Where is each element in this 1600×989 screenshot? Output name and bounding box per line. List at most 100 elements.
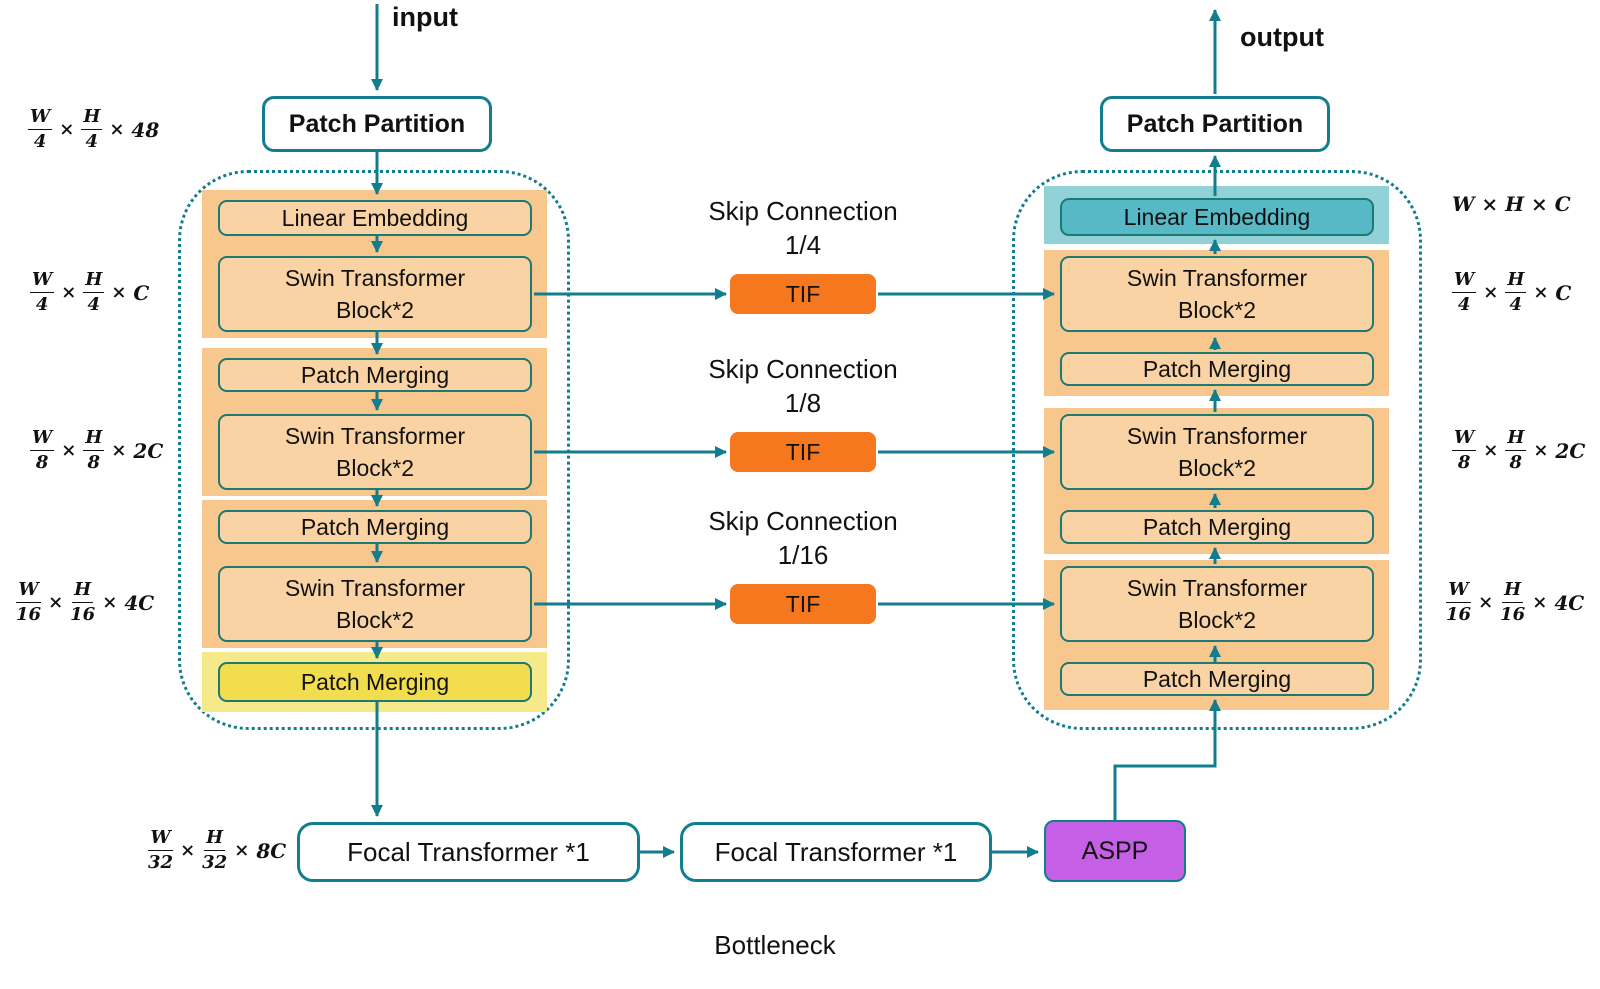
swin-block-encoder-1: Swin Transformer Block*2 (218, 256, 532, 332)
focal-transformer-2: Focal Transformer *1 (680, 822, 992, 882)
frac-den: 16 (1500, 604, 1526, 625)
times-sign: × (234, 840, 250, 861)
times-sign: × (48, 592, 64, 613)
swin-block-decoder-3: Swin Transformer Block*2 (1060, 566, 1374, 642)
swin-block-line1: Swin Transformer (284, 264, 466, 291)
tif-box-2: TIF (730, 432, 876, 472)
swin-block-line1: Swin Transformer (284, 422, 466, 449)
frac-den: 8 (87, 452, 101, 473)
dim-tail: 4C (124, 590, 155, 615)
times-sign: × (59, 119, 75, 140)
frac-den: 16 (1446, 604, 1472, 625)
frac-den: 32 (148, 852, 174, 873)
skip-connection-label-3: Skip Connection (708, 506, 898, 536)
frac-num: H (83, 429, 105, 451)
swin-block-encoder-2: Swin Transformer Block*2 (218, 414, 532, 490)
tif-box-1: TIF (730, 274, 876, 314)
dim-annotation-decoder-output: W × H × C (1452, 192, 1571, 216)
frac-den: 4 (1509, 294, 1523, 315)
tif-box-3: TIF (730, 584, 876, 624)
output-label: output (1240, 22, 1324, 52)
dim-tail: 48 (131, 117, 160, 142)
frac-num: W (28, 108, 53, 130)
linear-embedding-encoder: Linear Embedding (218, 200, 532, 236)
frac-den: 8 (1457, 452, 1471, 473)
skip-connection-ratio-2: 1/8 (784, 388, 822, 418)
frac-num: W (30, 429, 55, 451)
linear-embedding-decoder: Linear Embedding (1060, 198, 1374, 236)
frac-num: H (1502, 581, 1524, 603)
times-sign: × (1533, 282, 1549, 303)
frac-den: 16 (70, 604, 96, 625)
frac-num: H (72, 581, 94, 603)
times-sign: × (109, 119, 125, 140)
encoder-container (178, 170, 570, 730)
swin-block-encoder-3: Swin Transformer Block*2 (218, 566, 532, 642)
frac-den: 4 (35, 294, 49, 315)
times-sign: × (1478, 592, 1494, 613)
frac-den: 32 (202, 852, 228, 873)
frac-num: W (30, 271, 55, 293)
focal-transformer-1: Focal Transformer *1 (297, 822, 640, 882)
times-sign: × (111, 282, 127, 303)
times-sign: × (102, 592, 118, 613)
swin-block-line2: Block*2 (1178, 297, 1256, 323)
frac-num: H (1505, 429, 1527, 451)
times-sign: × (61, 440, 77, 461)
input-label: input (392, 2, 458, 32)
times-sign: × (1483, 440, 1499, 461)
swin-block-line2: Block*2 (336, 607, 414, 633)
patch-merging-decoder-1: Patch Merging (1060, 352, 1374, 386)
patch-merging-decoder-2: Patch Merging (1060, 510, 1374, 544)
times-sign: × (1533, 440, 1549, 461)
swin-block-decoder-1: Swin Transformer Block*2 (1060, 256, 1374, 332)
decoder-container (1012, 170, 1422, 730)
bottleneck-label: Bottleneck (714, 930, 836, 960)
dim-tail: C (1555, 280, 1572, 305)
swin-block-decoder-2: Swin Transformer Block*2 (1060, 414, 1374, 490)
dim-tail: 2C (1555, 438, 1586, 463)
frac-den: 8 (1509, 452, 1523, 473)
skip-connection-label-2: Skip Connection (708, 354, 898, 384)
frac-den: 8 (35, 452, 49, 473)
frac-num: W (16, 581, 41, 603)
frac-num: W (1446, 581, 1471, 603)
swin-block-line1: Swin Transformer (1126, 422, 1308, 449)
aspp-box: ASPP (1044, 820, 1186, 882)
frac-den: 4 (87, 294, 101, 315)
times-sign: × (1483, 282, 1499, 303)
frac-num: W (148, 829, 173, 851)
swin-block-line1: Swin Transformer (1126, 574, 1308, 601)
swin-block-line2: Block*2 (336, 297, 414, 323)
patch-merging-decoder-3: Patch Merging (1060, 662, 1374, 696)
dim-tail: 4C (1554, 590, 1585, 615)
patch-merging-encoder-2: Patch Merging (218, 358, 532, 392)
patch-merging-encoder-3: Patch Merging (218, 510, 532, 544)
times-sign: × (111, 440, 127, 461)
frac-den: 4 (1457, 294, 1471, 315)
swin-block-line2: Block*2 (1178, 455, 1256, 481)
